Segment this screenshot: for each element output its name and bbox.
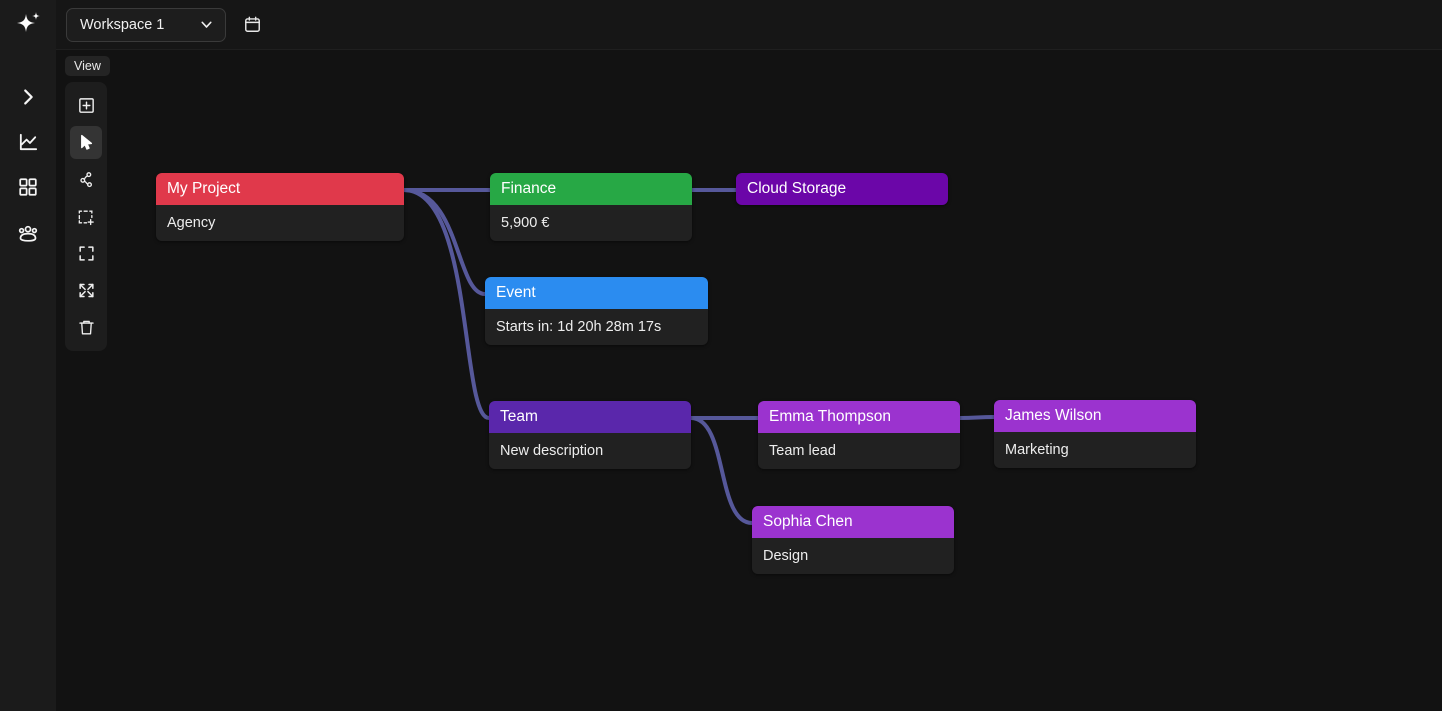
sidebar-item-team[interactable] <box>8 213 48 253</box>
node-cloud-storage-title: Cloud Storage <box>736 173 948 205</box>
workspace-selector-value: Workspace 1 <box>80 16 165 33</box>
node-event-subtitle: Starts in: 1d 20h 28m 17s <box>485 309 708 345</box>
app-logo[interactable] <box>0 0 56 50</box>
chevron-down-icon <box>201 21 212 28</box>
calendar-icon <box>244 16 260 32</box>
edge-layer <box>402 187 996 525</box>
fit-corners-icon <box>78 246 94 261</box>
node-finance-title: Finance <box>490 173 692 205</box>
grid-icon <box>19 178 37 196</box>
sidebar-item-expand-panel[interactable] <box>8 77 48 117</box>
tool-add-node[interactable] <box>70 89 102 122</box>
node-sophia-subtitle: Design <box>752 538 954 574</box>
node-sophia-title: Sophia Chen <box>752 506 954 538</box>
view-toolbar <box>65 82 107 351</box>
people-icon <box>18 225 38 242</box>
node-team-title: Team <box>489 401 691 433</box>
node-event-title: Event <box>485 277 708 309</box>
node-team-subtitle: New description <box>489 433 691 469</box>
tool-expand-view[interactable] <box>70 274 102 307</box>
node-my-project-subtitle: Agency <box>156 205 404 241</box>
node-emma-title: Emma Thompson <box>758 401 960 433</box>
tool-delete[interactable] <box>70 311 102 344</box>
view-panel-title: View <box>65 56 110 76</box>
edge-my-project-to-event[interactable] <box>402 188 487 296</box>
node-finance-subtitle: 5,900 € <box>490 205 692 241</box>
arrows-expand-icon <box>78 283 94 298</box>
sidebar-item-dashboard[interactable] <box>8 167 48 207</box>
workspace-selector[interactable]: Workspace 1 <box>66 7 226 42</box>
calendar-button[interactable] <box>235 8 269 42</box>
trash-icon <box>78 320 94 335</box>
tool-fit-view[interactable] <box>70 237 102 270</box>
tool-connect-nodes[interactable] <box>70 163 102 196</box>
node-james-subtitle: Marketing <box>994 432 1196 468</box>
selection-box-icon <box>78 210 94 225</box>
line-chart-icon <box>19 133 37 150</box>
node-james-title: James Wilson <box>994 400 1196 432</box>
edge-emma-to-james[interactable] <box>958 415 996 420</box>
chevron-right-icon <box>24 89 33 105</box>
tool-marquee-select[interactable] <box>70 200 102 233</box>
tool-select-pointer[interactable] <box>70 126 102 159</box>
left-rail <box>0 0 56 711</box>
top-bar: Workspace 1 <box>56 0 1442 50</box>
cursor-arrow-icon <box>80 134 92 150</box>
edge-my-project-to-team[interactable] <box>402 188 491 420</box>
node-my-project-title: My Project <box>156 173 404 205</box>
link-nodes-icon <box>80 171 93 187</box>
sidebar-item-analytics[interactable] <box>8 122 48 162</box>
node-cloud-storage[interactable]: Cloud Storage <box>736 173 948 205</box>
plus-square-icon <box>78 98 94 113</box>
edge-team-to-sophia[interactable] <box>689 416 754 525</box>
node-emma-subtitle: Team lead <box>758 433 960 469</box>
